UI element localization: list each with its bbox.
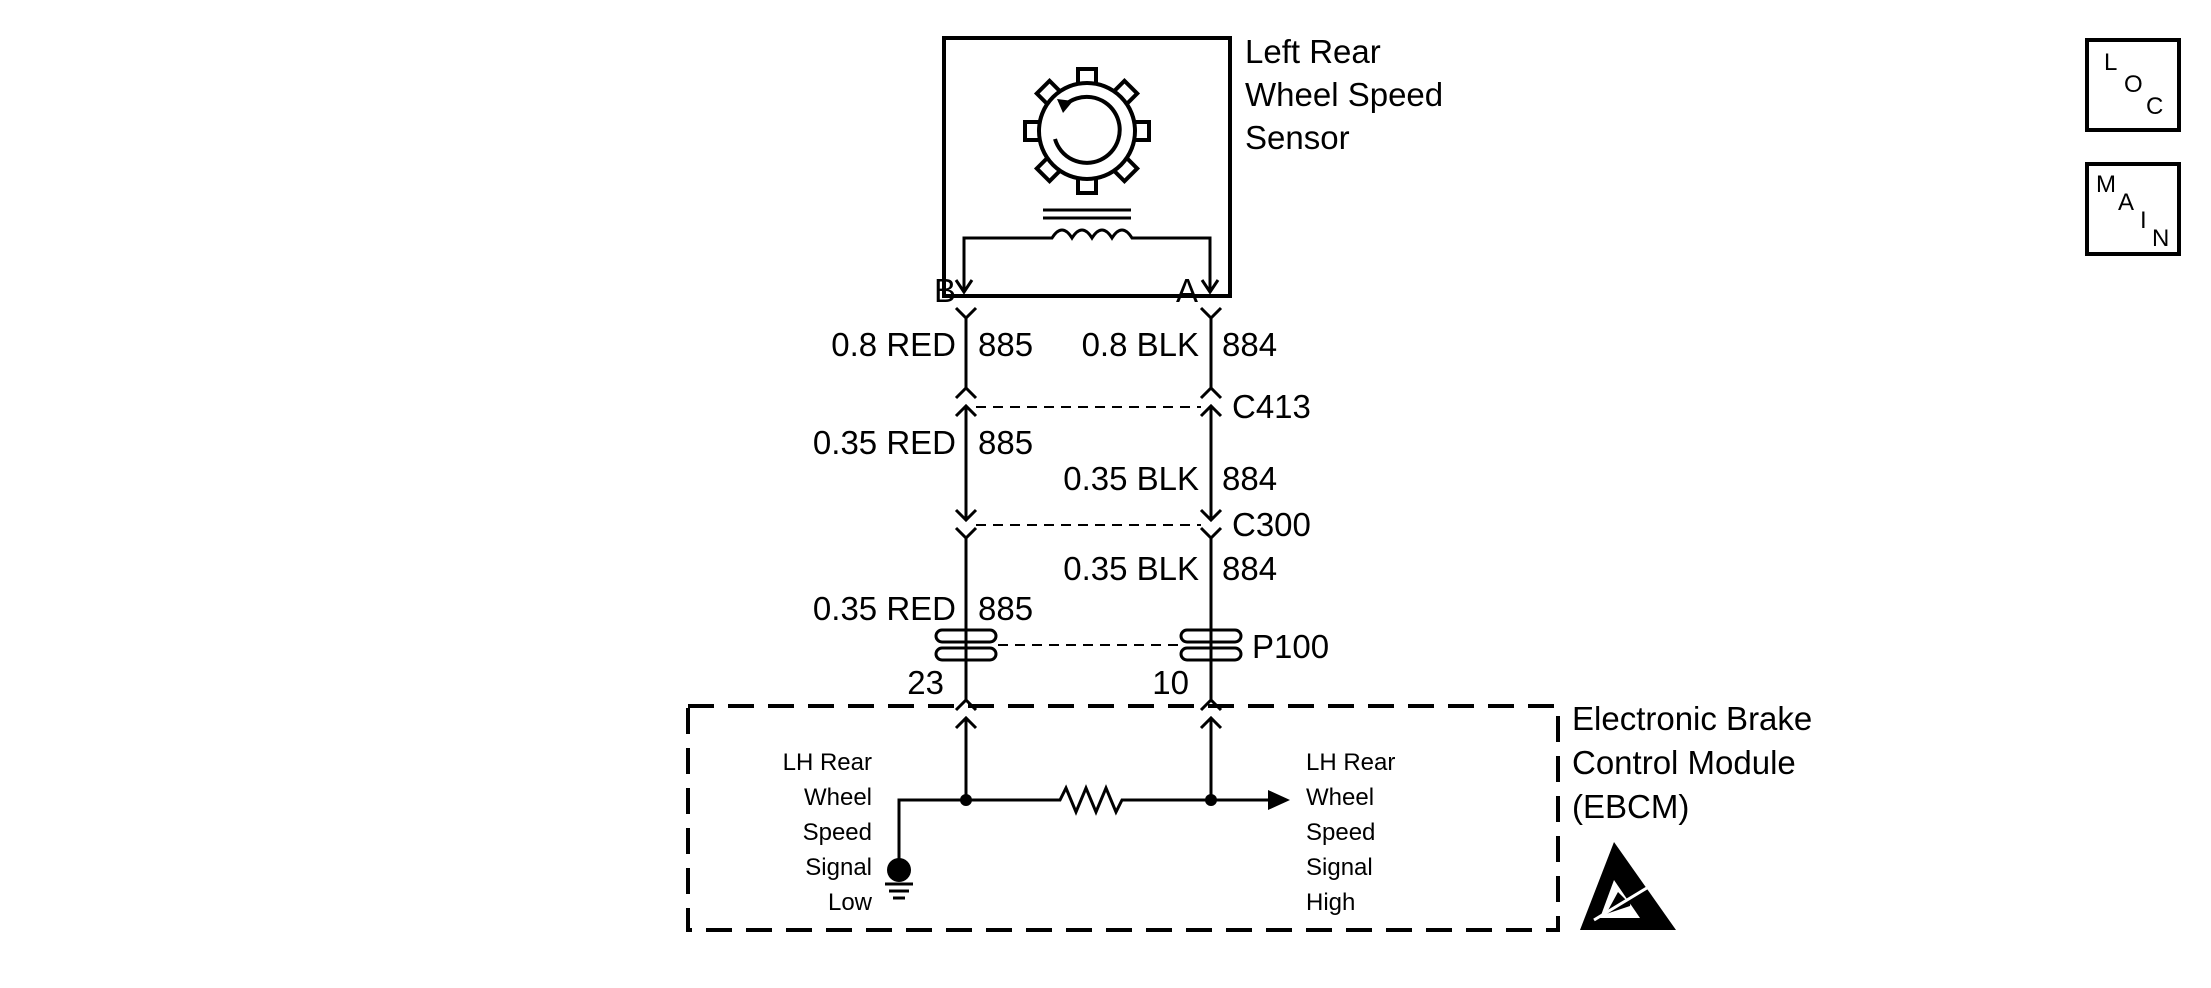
sensor-title-line-2: Wheel Speed (1245, 76, 1443, 113)
low-signal-line-4: Signal (805, 854, 872, 881)
wire-color-label: 0.35 BLK (1063, 460, 1199, 497)
wire-color-label: 0.35 BLK (1063, 550, 1199, 587)
pin-b-label: B (934, 272, 956, 309)
junction-dot (960, 794, 972, 806)
ebcm-module-box (686, 704, 1560, 932)
low-signal-line-5: Low (828, 889, 873, 916)
sensor-title-line-3: Sensor (1245, 119, 1350, 156)
esd-warning-icon (1580, 842, 1676, 930)
connector-c413-label: C413 (1232, 388, 1311, 425)
loc-letter-o: O (2124, 71, 2143, 98)
wire-color-label: 0.8 RED (831, 326, 956, 363)
high-signal-line-2: Wheel (1306, 784, 1374, 811)
circuit-number-label: 885 (978, 590, 1033, 627)
main-letter-m: M (2096, 171, 2116, 198)
circuit-number-label: 884 (1222, 460, 1277, 497)
circuit-number-label: 885 (978, 326, 1033, 363)
tone-wheel-icon (1023, 67, 1151, 195)
connector-c300-label: C300 (1232, 506, 1311, 543)
wire-color-label: 0.8 BLK (1082, 326, 1199, 363)
main-letter-a: A (2118, 189, 2134, 216)
main-letter-i: I (2140, 207, 2147, 234)
high-signal-line-1: LH Rear (1306, 749, 1395, 776)
high-signal-line-5: High (1306, 889, 1355, 916)
circuit-number-label: 884 (1222, 326, 1277, 363)
main-button[interactable]: M A I N (2085, 162, 2181, 256)
loc-letter-l: L (2104, 49, 2117, 76)
ebcm-internal-circuit (897, 730, 1268, 868)
ebcm-pin-10-label: 10 (1152, 664, 1189, 701)
connector-p100-label: P100 (1252, 628, 1329, 665)
low-signal-line-1: LH Rear (783, 749, 872, 776)
connector-dashed-links (976, 406, 1201, 646)
wheel-speed-sensor (942, 36, 1232, 298)
ebcm-title-line-3: (EBCM) (1572, 788, 1689, 825)
wire-color-label: 0.35 RED (813, 424, 956, 461)
high-signal-line-3: Speed (1306, 819, 1375, 846)
ebcm-title-line-2: Control Module (1572, 744, 1796, 781)
junction-dot (1205, 794, 1217, 806)
circuit-number-label: 884 (1222, 550, 1277, 587)
high-signal-line-4: Signal (1306, 854, 1373, 881)
loc-button[interactable]: L O C (2085, 38, 2181, 132)
pickup-coil-icon (962, 208, 1212, 292)
low-signal-line-2: Wheel (804, 784, 872, 811)
loc-letter-c: C (2146, 93, 2163, 120)
connector-chevrons (954, 306, 1223, 730)
wire-color-label: 0.35 RED (813, 590, 956, 627)
sensor-title-line-1: Left Rear (1245, 33, 1381, 70)
ebcm-title-line-1: Electronic Brake (1572, 700, 1812, 737)
pin-a-label: A (1176, 272, 1198, 309)
main-letter-n: N (2152, 225, 2169, 252)
ground-icon (885, 858, 913, 900)
low-signal-line-3: Speed (803, 819, 872, 846)
circuit-number-label: 885 (978, 424, 1033, 461)
ebcm-pin-23-label: 23 (907, 664, 944, 701)
signal-arrow-icon (1268, 790, 1290, 810)
